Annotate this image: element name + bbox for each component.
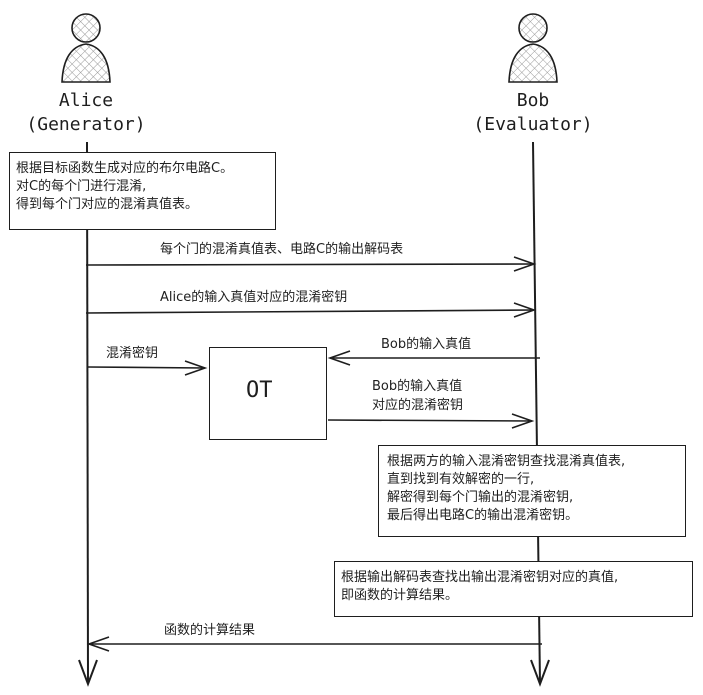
msg-result-label: 函数的计算结果 xyxy=(164,623,256,638)
bob-actor-icon xyxy=(508,13,558,83)
bob-decrypt-line-4: 最后得出电路C的输出混淆密钥。 xyxy=(387,508,579,523)
msg-bob-keys-line-2: 对应的混淆密钥 xyxy=(372,398,464,413)
msg-alice-keys-arrow xyxy=(85,309,535,314)
msg-tables-arrow xyxy=(85,263,535,266)
msg-bob-keys-arrow xyxy=(327,419,533,422)
msg-tables-label: 每个门的混淆真值表、电路C的输出解码表 xyxy=(160,242,404,257)
alice-setup-note xyxy=(9,152,276,230)
alice-actor-icon xyxy=(61,13,111,83)
msg-bob-input-label: Bob的输入真值 xyxy=(381,337,472,352)
ot-label: OT xyxy=(246,378,273,403)
msg-obfuscated-keys-label: 混淆密钥 xyxy=(106,346,159,361)
bob-result-note-text: 根据输出解码表查找出输出混淆密钥对应的真值, 即函数的计算结果。 xyxy=(341,569,618,605)
alice-setup-note-text: 根据目标函数生成对应的布尔电路C。 对C的每个门进行混淆, 得到每个门对应的混淆… xyxy=(16,160,233,214)
bob-name: Bob xyxy=(516,90,550,111)
alice-role: (Generator) xyxy=(26,114,146,135)
alice-setup-line-2: 对C的每个门进行混淆, xyxy=(16,179,147,194)
alice-name: Alice xyxy=(58,90,114,111)
bob-decrypt-note xyxy=(378,445,686,537)
bob-result-note xyxy=(334,561,693,617)
alice-setup-line-3: 得到每个门对应的混淆真值表。 xyxy=(16,197,199,212)
msg-obfuscated-keys-arrow xyxy=(87,366,206,369)
bob-result-line-2: 即函数的计算结果。 xyxy=(341,588,459,603)
msg-bob-keys-label: Bob的输入真值 对应的混淆密钥 xyxy=(372,377,463,415)
alice-actor-label: Alice (Generator) xyxy=(16,89,156,137)
msg-bob-keys-line-1: Bob的输入真值 xyxy=(372,379,463,394)
bob-decrypt-line-3: 解密得到每个门输出的混淆密钥, xyxy=(387,490,574,505)
bob-lifeline-arrowhead xyxy=(530,659,550,687)
bob-actor-label: Bob (Evaluator) xyxy=(463,89,603,137)
bob-result-line-1: 根据输出解码表查找出输出混淆密钥对应的真值, xyxy=(341,570,619,585)
alice-setup-line-1: 根据目标函数生成对应的布尔电路C。 xyxy=(16,161,234,176)
alice-lifeline-arrowhead xyxy=(78,659,98,687)
bob-decrypt-note-text: 根据两方的输入混淆密钥查找混淆真值表, 直到找到有效解密的一行, 解密得到每个门… xyxy=(387,453,625,525)
msg-alice-keys-label: Alice的输入真值对应的混淆密钥 xyxy=(160,290,348,305)
ot-box xyxy=(209,347,327,440)
alice-lifeline xyxy=(86,141,89,685)
bob-decrypt-line-2: 直到找到有效解密的一行, xyxy=(387,472,535,487)
bob-decrypt-line-1: 根据两方的输入混淆密钥查找混淆真值表, xyxy=(387,454,626,469)
bob-role: (Evaluator) xyxy=(473,114,593,135)
